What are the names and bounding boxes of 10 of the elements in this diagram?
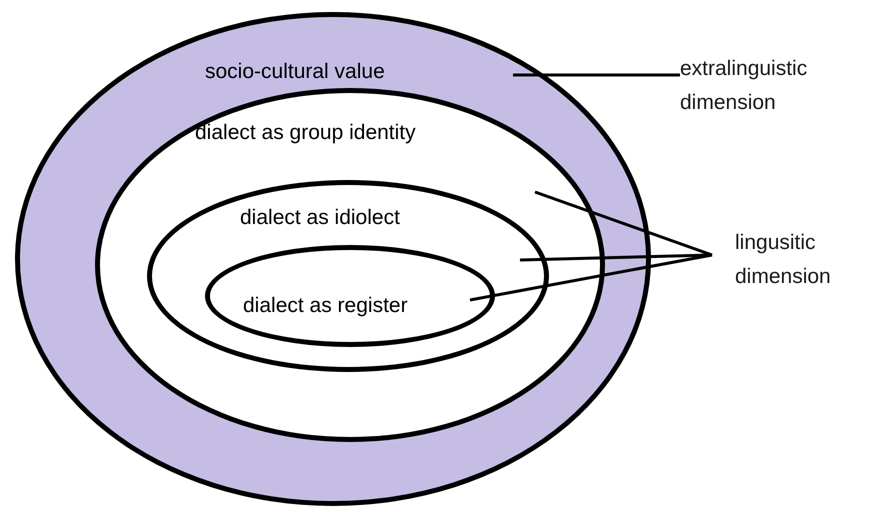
leader-line bbox=[470, 254, 712, 302]
leader-line bbox=[534, 190, 712, 256]
leader-line bbox=[520, 254, 712, 262]
region-label: socio-cultural value bbox=[205, 59, 385, 85]
dimension-label: lingusitic dimension bbox=[735, 230, 832, 290]
dimension-label: extralinguistic dimension bbox=[680, 56, 808, 116]
region-label: dialect as register bbox=[243, 293, 408, 319]
region-label: dialect as group identity bbox=[195, 120, 416, 146]
region-label: dialect as idiolect bbox=[240, 205, 400, 231]
leader-line bbox=[513, 74, 680, 76]
